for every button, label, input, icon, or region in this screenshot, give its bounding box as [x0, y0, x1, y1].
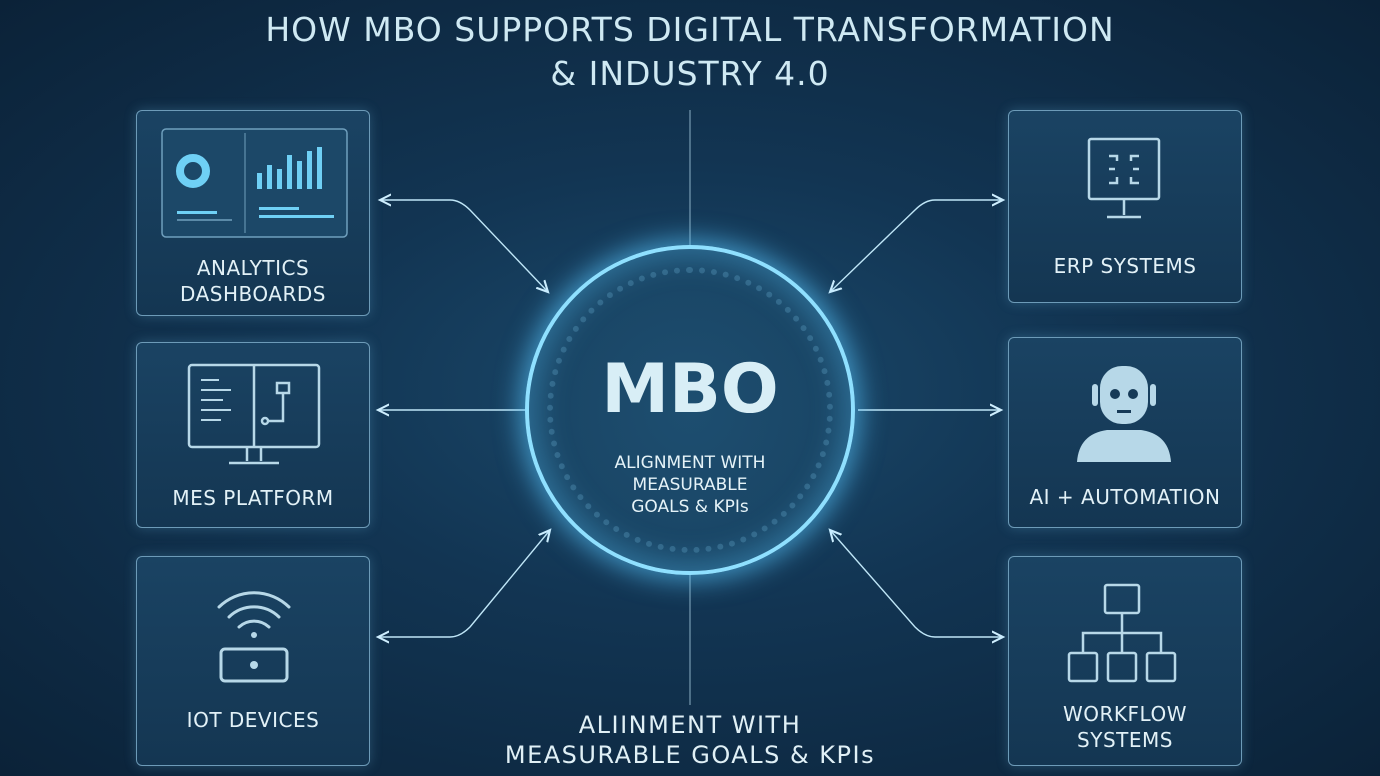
subtitle-line: ALIGNMENT WITH — [614, 453, 766, 473]
ring-texture — [547, 267, 833, 553]
monitor-flow-icon — [187, 363, 321, 465]
node-label: WORKFLOW SYSTEMS — [1009, 701, 1241, 753]
node-erp-systems: ERP SYSTEMS — [1008, 110, 1242, 303]
node-workflow-systems: WORKFLOW SYSTEMS — [1008, 556, 1242, 766]
page-title: HOW MBO SUPPORTS DIGITAL TRANSFORMATION … — [0, 8, 1380, 96]
node-label: ANALYTICS DASHBOARDS — [137, 255, 369, 307]
monitor-network-icon — [1087, 137, 1161, 219]
arrow-analytics — [380, 200, 548, 292]
subtitle-line: GOALS & KPIs — [631, 497, 749, 517]
footer-line-1: ALIINMENT WITH — [578, 711, 802, 739]
node-label: AI + AUTOMATION — [1029, 485, 1221, 509]
label-line: DASHBOARDS — [180, 282, 326, 306]
node-label: MES PLATFORM — [172, 486, 334, 510]
subtitle-line: MEASURABLE — [632, 475, 748, 495]
title-line-2: & INDUSTRY 4.0 — [550, 54, 830, 93]
mbo-center-ring — [525, 245, 855, 575]
arrow-workflow — [830, 530, 1003, 637]
label-line: ANALYTICS — [196, 256, 310, 280]
arrow-iot — [378, 530, 550, 637]
robot-icon — [1077, 366, 1171, 462]
footer-line-2: MEASURABLE GOALS & KPIs — [504, 741, 876, 769]
node-mes-platform: MES PLATFORM — [136, 342, 370, 528]
hierarchy-icon — [1067, 583, 1177, 683]
node-label: IOT DEVICES — [186, 708, 320, 732]
node-iot-devices: IOT DEVICES — [136, 556, 370, 766]
mbo-heading: MBO — [601, 350, 779, 429]
node-analytics-dashboards: ANALYTICS DASHBOARDS — [136, 110, 370, 316]
node-label: ERP SYSTEMS — [1053, 254, 1197, 278]
dashboard-icon — [161, 128, 348, 238]
footer-caption: ALIINMENT WITH MEASURABLE GOALS & KPIs — [440, 710, 940, 770]
title-line-1: HOW MBO SUPPORTS DIGITAL TRANSFORMATION — [265, 10, 1115, 49]
mbo-subtitle: ALIGNMENT WITH MEASURABLE GOALS & KPIs — [525, 452, 855, 518]
arrow-erp — [830, 200, 1003, 292]
wifi-device-icon — [217, 591, 291, 683]
label-line: SYSTEMS — [1077, 728, 1173, 752]
node-ai-automation: AI + AUTOMATION — [1008, 337, 1242, 528]
label-line: WORKFLOW — [1063, 702, 1187, 726]
